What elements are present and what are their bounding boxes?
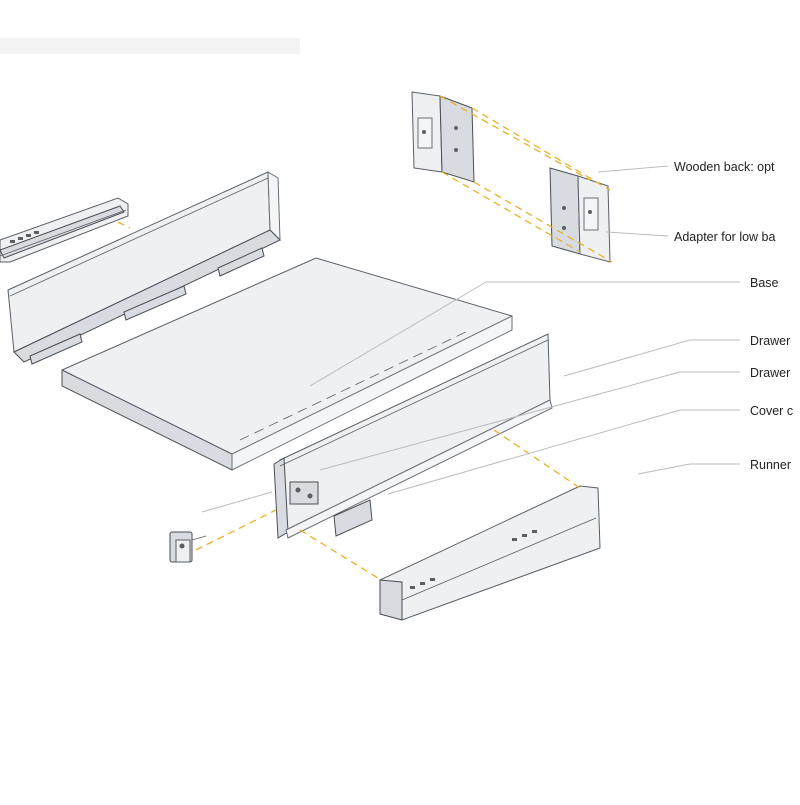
left-runner [0,197,129,263]
base-panel [61,257,513,471]
label-base: Base [750,276,779,290]
right-runner-holes [410,530,537,589]
faded-heading-area [0,38,300,54]
left-side-brackets [29,247,265,365]
rear-adapter-left [411,91,475,183]
label-runner: Runner [750,458,791,472]
front-fixing-bracket [289,481,319,505]
rear-adapter-right [549,167,611,263]
leader-lines [201,165,740,513]
left-runner-holes [10,231,39,243]
front-fixing-clip [169,531,207,563]
labels: Wooden back: opt Adapter for low ba Base… [674,160,793,472]
label-drawer-side-1: Drawer [750,334,790,348]
label-adapter-low-back: Adapter for low ba [674,230,775,244]
assembly-guide-lines [195,95,613,579]
label-drawer-side-2: Drawer [750,366,790,380]
cover-cap [333,499,373,537]
label-cover-cap: Cover c [750,404,793,418]
label-wooden-back: Wooden back: opt [674,160,775,174]
left-drawer-side [7,171,281,365]
right-drawer-side [273,333,553,539]
right-runner [379,485,601,621]
guide-left-runner [117,221,131,229]
